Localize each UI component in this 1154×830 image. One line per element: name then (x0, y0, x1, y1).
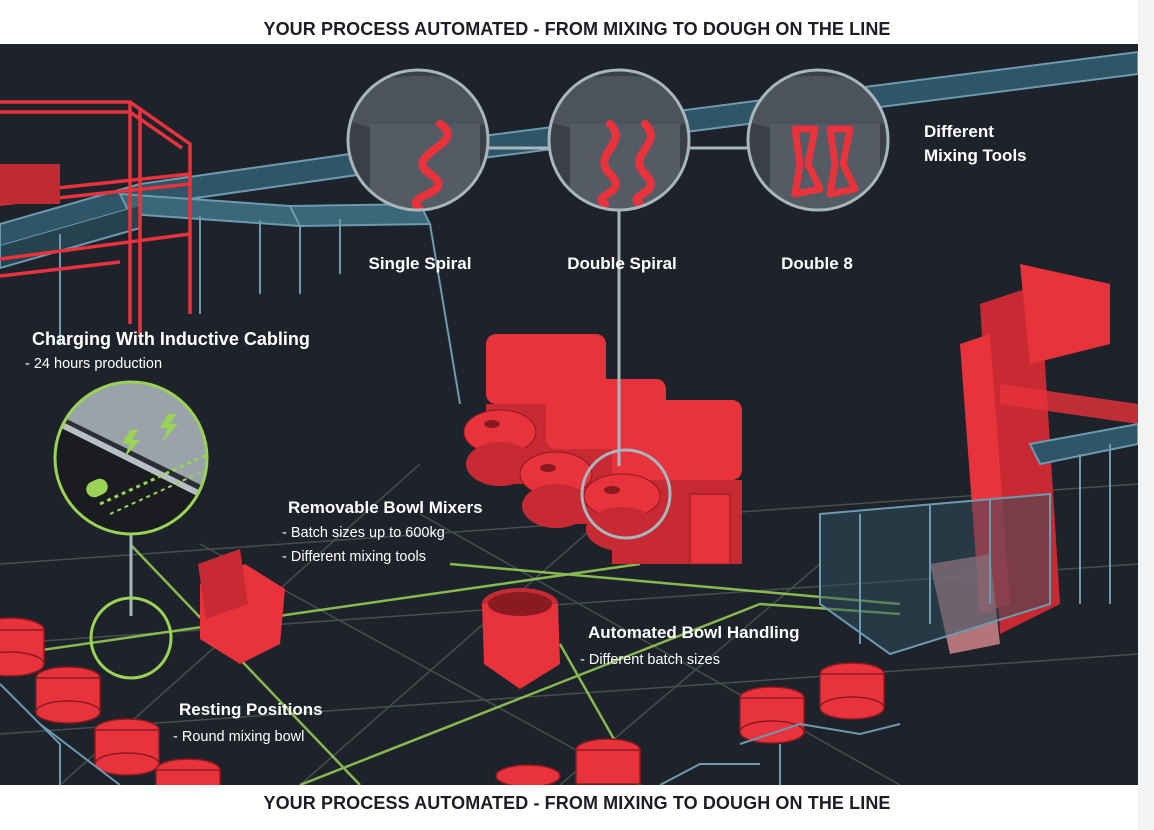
handling-robot-2 (482, 588, 560, 689)
lightning-icon (122, 430, 140, 458)
mixer-tool-highlight (580, 448, 672, 540)
cable-highlight (89, 596, 173, 680)
mixer-group (463, 334, 742, 565)
tool-connectors (129, 146, 748, 616)
tool-callout-double-spiral (547, 68, 691, 212)
tool-label-double-spiral: Double Spiral (567, 254, 677, 273)
resting-title: Resting Positions (179, 700, 323, 719)
charging-title: Charging With Inductive Cabling (32, 329, 310, 349)
mixers-detail-1: - Batch sizes up to 600kg (282, 525, 445, 541)
tools-title-line2: Mixing Tools (924, 146, 1027, 165)
page-margin (1138, 0, 1154, 830)
mixer-3 (583, 400, 742, 565)
process-illustration: Different Mixing Tools Single Spiral Dou… (0, 44, 1138, 785)
tool-label-double-8: Double 8 (781, 254, 853, 273)
resting-detail: - Round mixing bowl (173, 729, 305, 745)
handling-detail: - Different batch sizes (580, 652, 720, 668)
tool-label-single-spiral: Single Spiral (368, 254, 472, 273)
illustration-svg (0, 50, 1138, 785)
tool-callout-single-spiral (346, 68, 490, 212)
footer-title: YOUR PROCESS AUTOMATED - FROM MIXING TO … (263, 793, 891, 813)
mixers-title: Removable Bowl Mixers (288, 498, 483, 517)
right-conveyor (1028, 422, 1138, 604)
gantry-motor (0, 164, 60, 204)
header-title: YOUR PROCESS AUTOMATED - FROM MIXING TO … (263, 19, 891, 39)
resting-bowls (0, 617, 901, 785)
safety-cage (819, 492, 1051, 656)
mixers-detail-2: - Different mixing tools (282, 549, 426, 565)
charging-detail: - 24 hours production (25, 356, 163, 372)
handling-robot-1 (198, 549, 285, 664)
tool-callout-double-8 (746, 68, 890, 212)
tools-title-line1: Different (924, 122, 994, 141)
lightning-icon (160, 414, 178, 442)
handling-title: Automated Bowl Handling (588, 623, 800, 642)
